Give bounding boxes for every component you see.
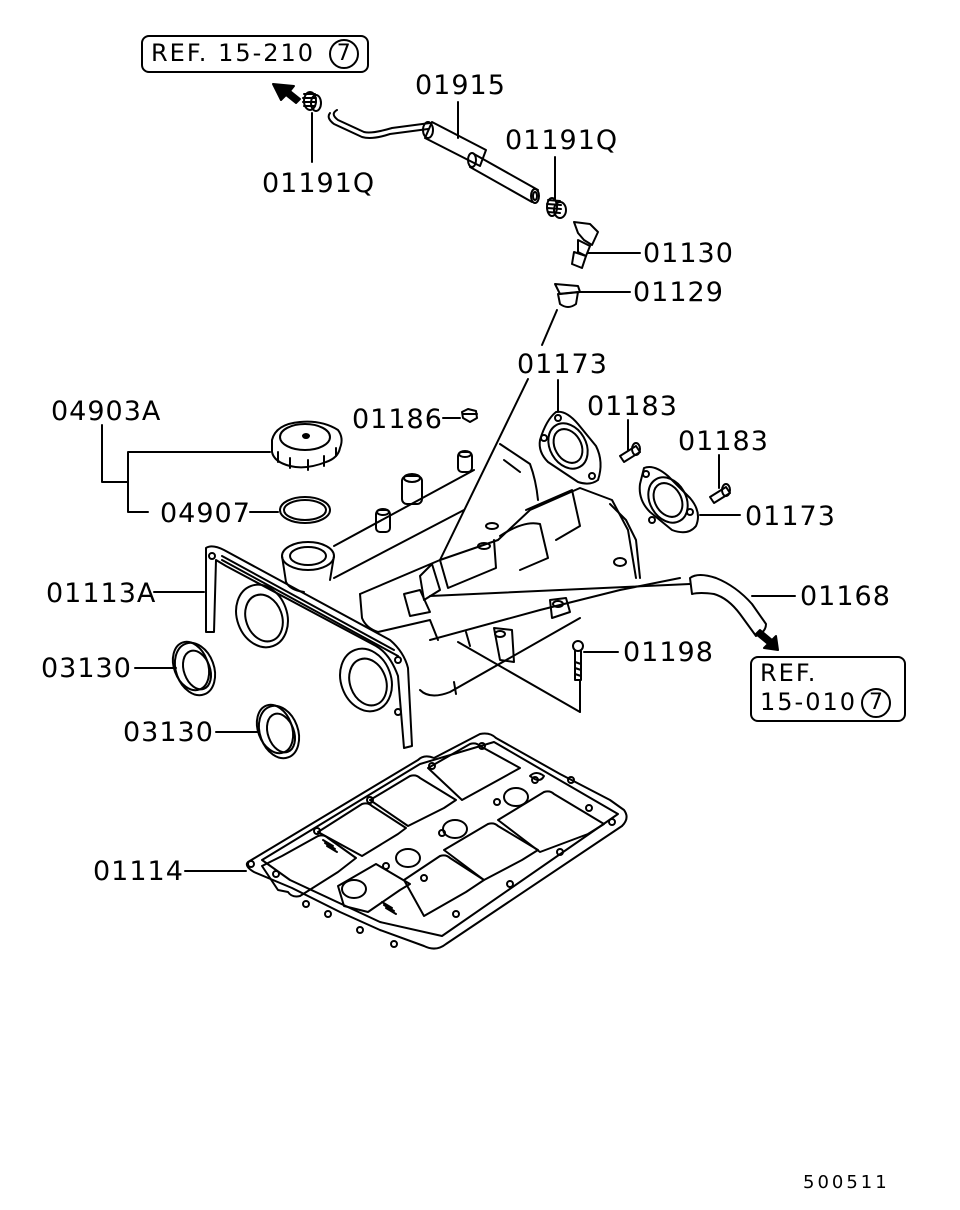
pcv-valve	[572, 222, 598, 268]
grommet	[555, 284, 580, 307]
breather-plate-left	[540, 412, 601, 484]
part-label-oil-seal-a[interactable]: 03130	[41, 653, 132, 684]
valve-cover	[206, 444, 680, 748]
part-label-bolt-a[interactable]: 01183	[587, 391, 678, 422]
hose-clamp-left	[303, 92, 321, 111]
part-label-plate-right[interactable]: 01173	[745, 501, 836, 532]
part-label-hose-upper[interactable]: 01915	[415, 70, 506, 101]
breather-plate-right	[640, 467, 698, 532]
ref-prefix: REF.	[760, 659, 818, 687]
part-label-grommet[interactable]: 01129	[633, 277, 724, 308]
oil-seal-a	[166, 637, 222, 701]
ref-circle-number: 7	[328, 39, 359, 69]
part-label-clamp-right[interactable]: 01191Q	[505, 125, 619, 156]
part-label-plate-left[interactable]: 01173	[517, 349, 608, 380]
ref-code: 15-210	[218, 39, 316, 67]
part-label-pcv-valve[interactable]: 01130	[643, 238, 734, 269]
arrow-icon-ref-right	[756, 630, 778, 650]
part-label-bolt-b[interactable]: 01183	[678, 426, 769, 457]
part-label-cap-gasket[interactable]: 04907	[160, 498, 251, 529]
leader-grommet-cover	[542, 310, 557, 345]
cap-gasket	[280, 497, 330, 523]
part-label-cap-assy[interactable]: 04903A	[51, 396, 162, 427]
part-label-clamp-left[interactable]: 01191Q	[262, 168, 376, 199]
bolt-b	[710, 455, 730, 503]
hose-upper	[329, 110, 539, 203]
part-label-cover-bolt[interactable]: 01198	[623, 637, 714, 668]
leader-plate-left-cover	[440, 379, 528, 560]
nut	[462, 409, 477, 422]
ref-prefix: REF.	[151, 39, 209, 67]
cover-bolt	[573, 641, 583, 680]
arrow-icon-ref-top	[273, 84, 300, 103]
hose-clamp-right	[547, 198, 566, 218]
ref-code: 15-010	[760, 687, 858, 716]
part-label-cover[interactable]: 01113A	[46, 578, 157, 609]
oil-filler-cap	[272, 422, 342, 470]
oil-seal-b	[250, 700, 306, 764]
ref-circle-number: 7	[861, 687, 892, 718]
ref-box-15-210[interactable]: REF. 15-210 7	[141, 35, 369, 73]
part-label-nut[interactable]: 01186	[352, 404, 443, 435]
bolt-a	[620, 420, 640, 462]
part-label-cover-gasket[interactable]: 01114	[93, 856, 184, 887]
part-label-oil-seal-b[interactable]: 03130	[123, 717, 214, 748]
figure-code: 500511	[803, 1172, 890, 1193]
part-label-hose-lower[interactable]: 01168	[800, 581, 891, 612]
cover-gasket	[240, 0, 627, 949]
leader-cap-assy	[102, 425, 270, 512]
